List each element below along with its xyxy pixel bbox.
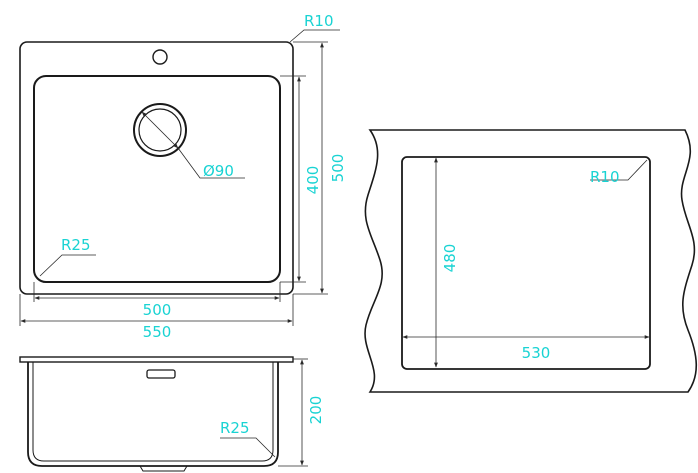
side-flange <box>19 356 294 363</box>
side-bowl-outer <box>27 362 279 467</box>
overflow-slot <box>146 369 176 379</box>
cutout-width-label: 530 <box>522 344 551 362</box>
drain-diameter-label: Ø90 <box>203 162 234 180</box>
drain-stub <box>139 465 188 472</box>
depth-label: 200 <box>307 396 325 425</box>
cutout-view: R10 480 530 <box>364 129 698 393</box>
outer-width-label: 550 <box>143 323 172 341</box>
outer-height-label: 500 <box>329 154 347 183</box>
drain-leader <box>177 147 245 179</box>
tap-hole <box>152 49 168 65</box>
sink-outer-outline <box>19 41 294 295</box>
side-radius-leader <box>220 437 276 458</box>
inner-width-label: 500 <box>143 301 172 319</box>
countertop-outline <box>364 129 698 393</box>
outer-radius-leader <box>289 29 340 43</box>
drain-diameter-line <box>141 111 179 149</box>
inner-height-label: 400 <box>304 166 322 195</box>
cutout-hole <box>401 156 651 370</box>
cutout-radius-label: R10 <box>590 168 620 186</box>
outer-radius-label: R10 <box>304 12 334 30</box>
side-bowl-inner <box>32 362 274 462</box>
top-view: Ø90 R10 R25 500 550 400 500 <box>19 12 347 341</box>
drain-outer <box>133 103 187 157</box>
side-radius-label: R25 <box>220 419 250 437</box>
cutout-height-label: 480 <box>441 244 459 273</box>
sink-bowl-outline <box>33 75 281 283</box>
drain-inner <box>138 108 182 152</box>
cutout-radius-leader <box>590 159 648 181</box>
inner-radius-label: R25 <box>61 236 91 254</box>
side-view: R25 200 <box>19 356 325 472</box>
inner-radius-leader <box>39 254 96 277</box>
